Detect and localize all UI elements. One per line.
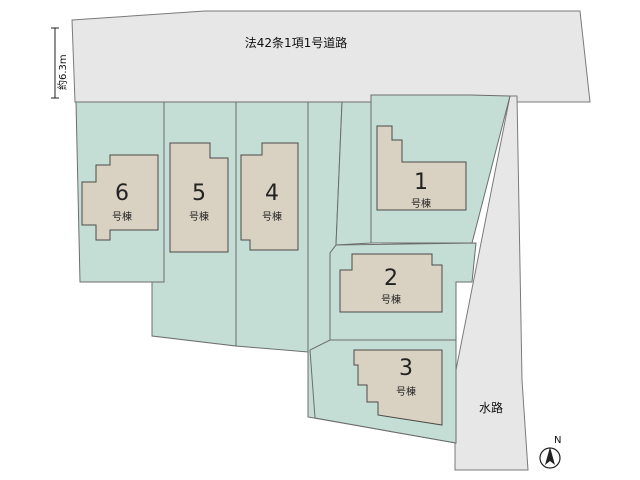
building-6-label: 号棟 xyxy=(112,210,132,223)
front-road xyxy=(71,10,591,103)
building-5-label: 号棟 xyxy=(189,210,209,223)
building-2 xyxy=(339,253,443,313)
building-4 xyxy=(240,142,299,251)
building-3 xyxy=(353,349,443,426)
lot-flag-pole xyxy=(335,101,372,246)
building-1-label: 号棟 xyxy=(411,197,431,210)
building-1 xyxy=(376,125,467,211)
building-1-number: 1 xyxy=(414,170,428,195)
building-5 xyxy=(169,142,229,253)
building-2-number: 2 xyxy=(384,266,398,291)
road-width-label: 約6.3m xyxy=(56,54,69,90)
building-3-number: 3 xyxy=(399,356,413,381)
compass-letter: N xyxy=(554,435,561,446)
north-compass-icon: N xyxy=(539,435,561,469)
building-5-number: 5 xyxy=(192,181,206,206)
building-3-label: 号棟 xyxy=(396,385,416,398)
road-label: 法42条1項1号道路 xyxy=(245,35,348,50)
building-4-number: 4 xyxy=(265,181,279,206)
building-6-number: 6 xyxy=(115,181,129,206)
road-width-dimension: 約6.3m xyxy=(51,27,69,99)
building-2-label: 号棟 xyxy=(381,293,401,306)
building-6 xyxy=(81,154,159,241)
waterway-label: 水路 xyxy=(479,400,503,415)
building-4-label: 号棟 xyxy=(262,210,282,223)
